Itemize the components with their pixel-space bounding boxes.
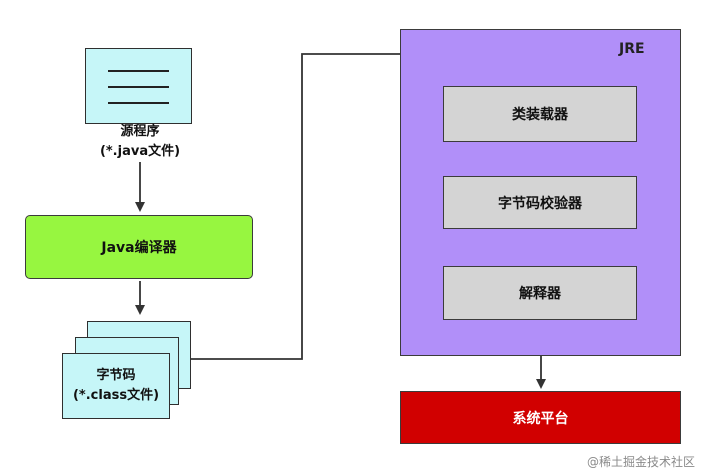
system-platform-node: 系统平台: [400, 391, 681, 444]
interpreter-node: 解释器: [443, 266, 637, 320]
bytecode-label-line1: 字节码: [96, 368, 136, 383]
system-platform-label: 系统平台: [512, 410, 569, 427]
java-compiler-node: Java编译器: [25, 215, 253, 279]
class-loader-node: 类装载器: [443, 86, 637, 142]
bytecode-label-line2: (*.class文件): [72, 388, 160, 403]
source-document-icon: [85, 48, 192, 124]
source-label-line2: (*.java文件): [99, 144, 181, 159]
source-label: 源程序 (*.java文件): [70, 122, 210, 162]
java-compiler-label: Java编译器: [101, 240, 177, 256]
class-loader-label: 类装载器: [512, 107, 568, 123]
source-label-line1: 源程序: [120, 124, 160, 139]
bytecode-verifier-label: 字节码校验器: [498, 195, 582, 212]
jre-title: JRE: [619, 41, 645, 57]
interpreter-label: 解释器: [519, 286, 561, 302]
bytecode-verifier-node: 字节码校验器: [443, 176, 637, 229]
watermark-text: @稀土掘金技术社区: [586, 455, 695, 469]
bytecode-page-front: 字节码 (*.class文件): [62, 353, 170, 419]
